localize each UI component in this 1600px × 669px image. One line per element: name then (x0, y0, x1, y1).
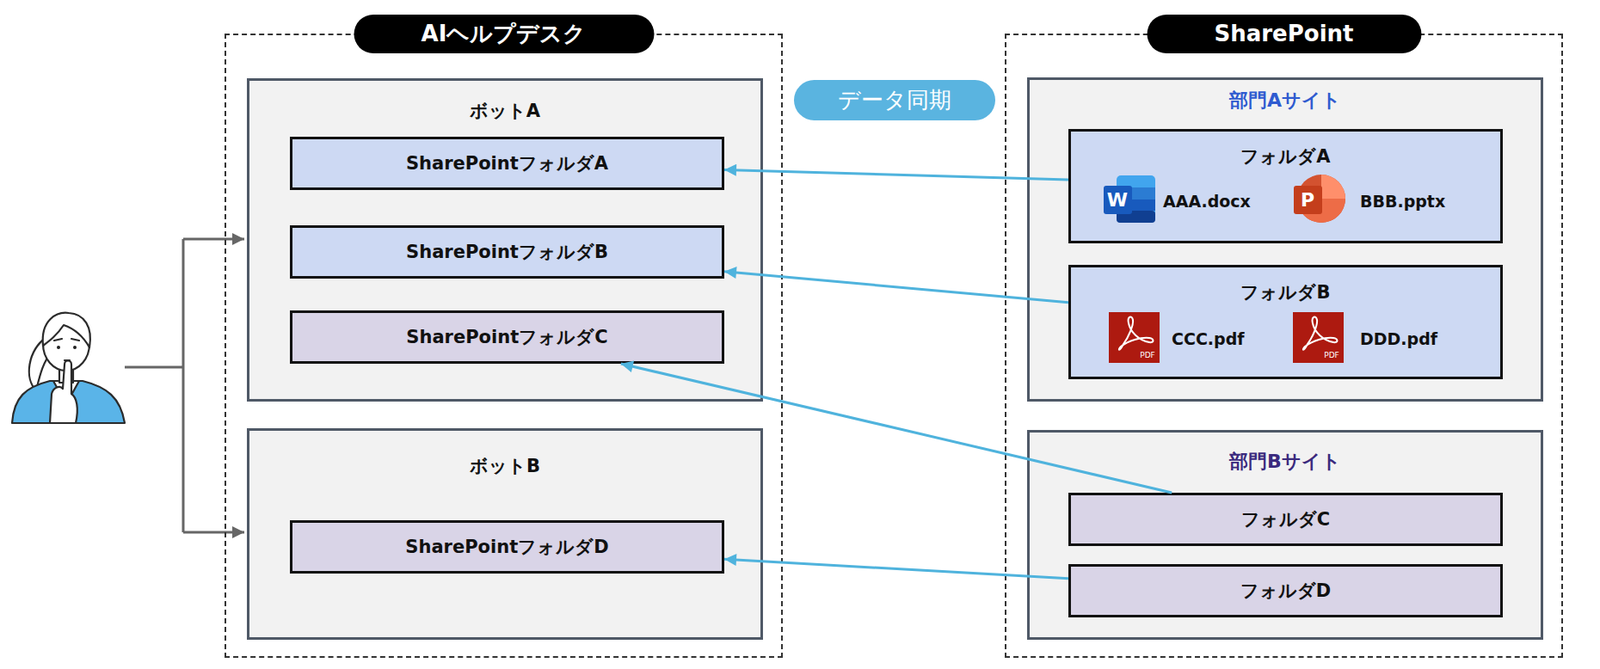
person-brow (54, 338, 80, 341)
person-neck (59, 364, 74, 383)
container-box: フォルダAフォルダB部門AサイトフォルダCフォルダD部門BサイトSharePoi… (1004, 33, 1564, 659)
bracket-arrow (183, 531, 245, 535)
box-label: SharePointフォルダB (292, 227, 722, 277)
container-box: SharePointフォルダA SharePointフォルダB SharePoint… (224, 33, 783, 659)
sync-badge: データ同期 (793, 80, 996, 121)
site-box: フォルダC フォルダD 部門Bサイト (1027, 430, 1544, 640)
box-title: フォルダA (1070, 144, 1501, 169)
icon-band (1116, 187, 1156, 200)
folder-box: SharePointフォルダC (289, 310, 725, 364)
box-label: SharePointフォルダC (292, 313, 722, 362)
person-illustration (12, 313, 125, 424)
icon-page (1116, 175, 1156, 223)
sync-arrow (724, 559, 1069, 579)
sync-arrow (724, 271, 1069, 303)
box-title: 部門Bサイト (1029, 449, 1541, 475)
icon-square (1108, 312, 1160, 364)
folder-box: SharePointフォルダB (289, 225, 725, 279)
acrobat-swirl (1303, 317, 1338, 351)
person-head (43, 317, 90, 371)
box-title: ボットA (249, 98, 761, 124)
powerpoint-icon (1293, 174, 1346, 223)
word-icon (1103, 175, 1156, 223)
folder-box: フォルダD (1068, 564, 1503, 618)
box-label: SharePointフォルダA (292, 139, 722, 188)
person-mouth (64, 359, 70, 362)
pdf-icon (1292, 312, 1344, 364)
box-title: ボットB (249, 454, 761, 479)
icon-square (1292, 312, 1344, 364)
icon-segment (1297, 198, 1346, 223)
icon-square (1103, 185, 1133, 215)
bracket-line (124, 366, 184, 370)
person-hair (43, 313, 91, 348)
icon-band (1116, 199, 1156, 211)
box-title: 部門Aサイト (1029, 87, 1541, 114)
acrobat-swirl (1119, 317, 1154, 351)
box-label: フォルダC (1070, 495, 1501, 544)
bot-box: SharePointフォルダA SharePointフォルダB SharePoint… (246, 78, 764, 402)
person-shirt (53, 381, 80, 405)
icon-square (1293, 185, 1323, 215)
person-ponytail (29, 337, 52, 391)
icon-band (1116, 210, 1156, 223)
box-label: データ同期 (793, 80, 996, 121)
sync-arrow (621, 363, 1172, 493)
folder-box: フォルダA (1068, 129, 1503, 244)
person-body (12, 381, 125, 424)
icon-disc (1297, 174, 1346, 223)
user-bracket (124, 239, 245, 533)
person-hand (49, 361, 78, 425)
person-eye (73, 345, 77, 350)
bracket-line (182, 239, 185, 533)
box-title: フォルダB (1070, 280, 1501, 305)
person-eye (56, 345, 61, 350)
folder-box: フォルダC (1068, 492, 1503, 547)
bracket-arrow (183, 238, 245, 241)
folder-box: フォルダB (1068, 264, 1503, 380)
bot-box: SharePointフォルダD ボットB (246, 428, 764, 640)
box-label: フォルダD (1070, 566, 1501, 616)
pdf-icon (1108, 312, 1160, 364)
folder-box: SharePointフォルダD (289, 520, 725, 574)
title-pill: SharePoint (1146, 14, 1422, 54)
icon-segment (1321, 174, 1346, 199)
site-box: フォルダA フォルダB 部門Aサイト (1027, 77, 1544, 402)
box-label: SharePointフォルダD (292, 523, 722, 572)
folder-box: SharePointフォルダA (289, 136, 725, 191)
sync-arrow (724, 169, 1069, 180)
title-pill: AIヘルプデスク (353, 14, 654, 54)
